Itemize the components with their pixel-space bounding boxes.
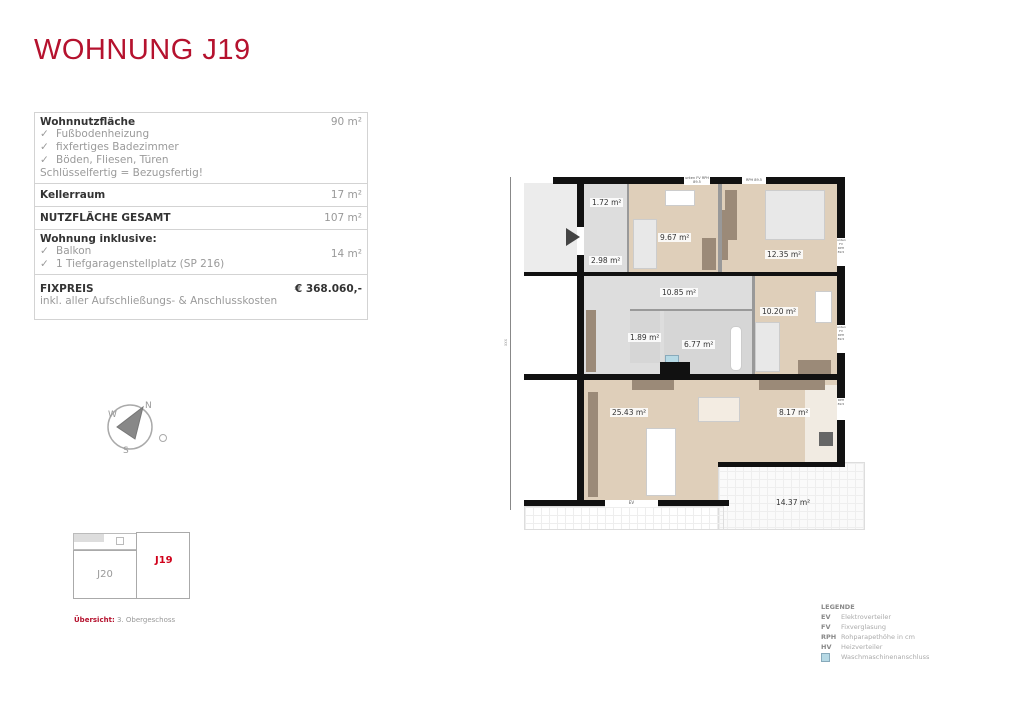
partition (627, 184, 629, 272)
living-area-value: 90 m² (330, 116, 362, 128)
partition (718, 184, 722, 272)
room-area-label: 1.72 m² (590, 198, 624, 207)
room-area-label: 10.20 m² (760, 307, 799, 316)
legend-title: LEGENDE (821, 603, 855, 611)
dimension-label: xxx (503, 338, 509, 347)
desk (815, 291, 832, 323)
room-area-label: 10.85 m² (660, 288, 699, 297)
feature-item: ✓Böden, Fliesen, Türen (40, 154, 169, 166)
total-value: 107 m² (324, 212, 362, 224)
sideboard (632, 380, 674, 390)
info-table: Wohnnutzfläche 90 m² ✓Fußbodenheizung ✓f… (34, 112, 368, 320)
cellar-label: Kellerraum (40, 189, 106, 201)
feature-item: ✓Fußbodenheizung (40, 128, 150, 140)
price-note: inkl. aller Aufschließungs- & Anschlussk… (40, 295, 278, 307)
compass-s: S (123, 446, 129, 456)
balcony-value: 14 m² (330, 248, 362, 260)
shelf (586, 310, 596, 372)
room-area-label: 14.37 m² (776, 498, 811, 507)
included-item: ✓Balkon (40, 245, 92, 257)
window-tag: RPH 89.5 (742, 177, 766, 184)
ev-tag: EV (605, 500, 658, 507)
wall (837, 177, 845, 467)
window-tag: unten FV RPH 89.5 (684, 176, 710, 185)
wardrobe (718, 210, 728, 260)
bed (633, 219, 657, 269)
desk (665, 190, 695, 206)
bathtub (730, 326, 742, 371)
entrance-arrow-icon (566, 228, 580, 246)
cellar-value: 17 m² (330, 189, 362, 201)
wall (577, 177, 584, 227)
kitchen-unit (759, 380, 825, 390)
living-area-label: Wohnnutzfläche (40, 116, 136, 128)
compass-w: W (108, 410, 117, 420)
stove (819, 432, 833, 446)
terrace-strip (524, 506, 724, 530)
dresser (798, 360, 831, 374)
wall (524, 374, 845, 380)
window-tag: RPH 89.5 (837, 398, 845, 420)
overview-unit-j20: J20 (73, 550, 137, 599)
room-area-label: 25.43 m² (610, 408, 649, 417)
room-area-label: 9.67 m² (658, 233, 692, 242)
overview-caption: Übersicht: 3. Obergeschoss (74, 616, 176, 624)
room-area-label: 12.35 m² (765, 250, 804, 259)
window-tag: unten FV RPH 89.5 (837, 238, 846, 266)
included-label: Wohnung inklusive: (40, 233, 157, 245)
bed (755, 322, 780, 372)
double-bed (765, 190, 825, 240)
wall (577, 255, 584, 506)
dimension-line (510, 177, 511, 510)
partition (630, 309, 752, 311)
kitchen-counter (805, 385, 837, 462)
compass-n: N (145, 401, 152, 411)
compass-icon: N W S (107, 401, 167, 456)
wall (718, 462, 845, 467)
wall (660, 362, 690, 374)
window-tag: unten FV RPH 89.5 (837, 325, 846, 353)
total-section: NUTZFLÄCHE GESAMT 107 m² (35, 207, 367, 230)
wardrobe (702, 238, 716, 270)
cellar-section: Kellerraum 17 m² (35, 184, 367, 207)
page-title: WOHNUNG J19 (34, 34, 251, 66)
included-section: Wohnung inklusive: 14 m² ✓Balkon ✓1 Tief… (35, 230, 367, 275)
price-label: FIXPREIS (40, 283, 94, 295)
dining-table (698, 397, 740, 422)
room-area-label: 8.17 m² (777, 408, 811, 417)
tv-unit (588, 392, 598, 497)
feature-item: ✓fixfertiges Badezimmer (40, 141, 179, 153)
wardrobe (725, 190, 737, 240)
price-section: FIXPREIS € 368.060,- inkl. aller Aufschl… (35, 275, 367, 319)
living-area-section: Wohnnutzfläche 90 m² ✓Fußbodenheizung ✓f… (35, 113, 367, 184)
partition (752, 276, 755, 374)
overview-corridor (73, 533, 136, 550)
balcony (718, 462, 865, 530)
sofa (646, 428, 676, 496)
room-area-label: 2.98 m² (589, 256, 623, 265)
wall (524, 272, 845, 276)
legend-item: Waschmaschinenanschluss (821, 652, 929, 662)
room-area-label: 6.77 m² (682, 340, 716, 349)
washing-machine-icon (821, 652, 830, 662)
left-balcony (524, 183, 577, 273)
total-label: NUTZFLÄCHE GESAMT (40, 212, 171, 224)
living-note: Schlüsselfertig = Bezugsfertig! (40, 167, 203, 179)
included-item: ✓1 Tiefgaragenstellplatz (SP 216) (40, 258, 225, 270)
room-area-label: 1.89 m² (628, 333, 662, 342)
price-value: € 368.060,- (294, 283, 362, 295)
overview-unit-j19: J19 (136, 532, 190, 599)
